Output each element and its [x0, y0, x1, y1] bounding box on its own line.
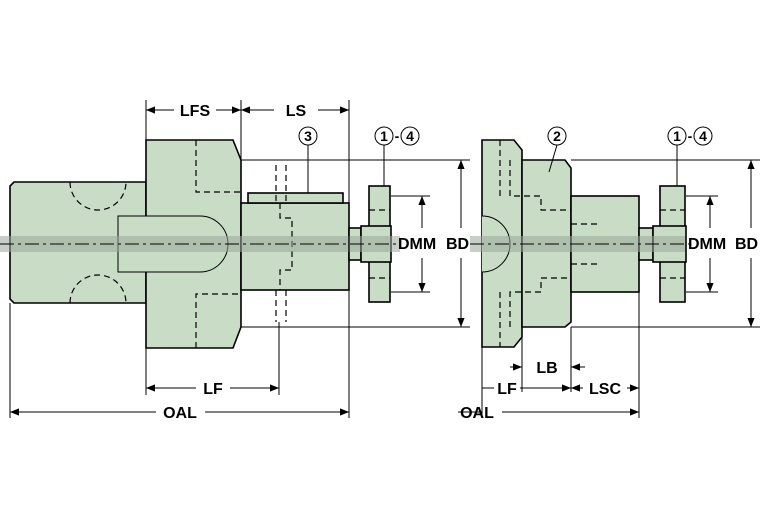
dim-lsc: LSC: [589, 381, 621, 398]
dim-lf-right: LF: [497, 381, 517, 398]
dim-dmm-right: DMM: [688, 236, 726, 253]
left-hidden-hole-bottom: [69, 274, 127, 304]
dim-bd: BD: [446, 236, 469, 253]
left-hidden-hole-top: [69, 181, 127, 211]
callout-1: 1: [380, 128, 388, 144]
dim-oal: OAL: [163, 405, 197, 422]
left-hidden-screw: [275, 165, 287, 322]
callout-4-right: 4: [699, 128, 707, 144]
dim-oal-right: OAL: [460, 405, 494, 422]
right-hidden-top: [509, 160, 571, 211]
callout-3: 3: [304, 128, 312, 144]
right-hidden-bottom: [509, 277, 571, 327]
callout-2: 2: [553, 128, 561, 144]
left-hidden-body-bottom: [195, 293, 241, 348]
left-hidden-body-top: [195, 140, 241, 193]
right-hidden-bore: [571, 223, 600, 265]
callout-1-right: 1: [673, 128, 681, 144]
right-hidden-disc: [660, 209, 685, 279]
dim-ls: LS: [286, 103, 307, 120]
left-hidden-disc: [369, 209, 390, 279]
dim-lf: LF: [203, 381, 223, 398]
dim-dmm: DMM: [398, 236, 436, 253]
callout-4-right-circle: [693, 126, 713, 146]
dim-lfs: LFS: [180, 103, 211, 120]
dim-bd-right: BD: [735, 236, 758, 253]
left-key: [247, 192, 344, 204]
callout-dash-right: -: [688, 128, 693, 144]
callout-4-circle: [400, 126, 420, 146]
callout-4: 4: [406, 128, 414, 144]
callout-dash: -: [395, 128, 400, 144]
dim-lb: LB: [536, 360, 557, 377]
